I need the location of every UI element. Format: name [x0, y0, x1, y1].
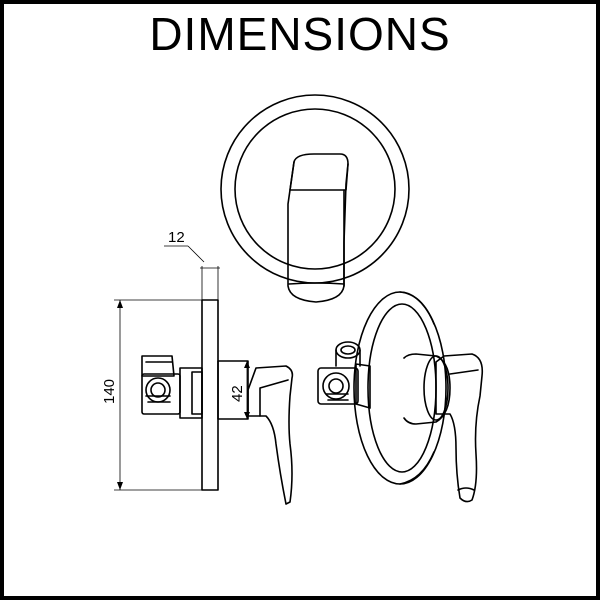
- side-inlet-fitting: [141, 373, 181, 415]
- persp-top-port-inner: [340, 345, 356, 355]
- dim-140-label: 140: [101, 379, 118, 404]
- side-inlet-port-inner: [150, 382, 166, 398]
- technical-drawing: 12 140 42: [101, 94, 484, 505]
- persp-handle-tip: [457, 487, 475, 491]
- persp-inlet-port-outer: [322, 372, 350, 400]
- persp-inlet-port-inner: [328, 378, 344, 394]
- perspective-view: [317, 291, 484, 503]
- persp-inlet-thread: [325, 393, 349, 401]
- front-plate-outer: [220, 94, 410, 284]
- dim-12-diagonal: [187, 245, 205, 263]
- side-valve-collar: [191, 371, 203, 415]
- side-handle-line: [259, 379, 289, 417]
- persp-handle-ridge: [449, 369, 479, 375]
- side-cover-plate: [201, 299, 219, 491]
- side-top-block: [141, 355, 175, 377]
- side-inlet-port-outer: [145, 377, 171, 403]
- side-inlet-thread: [145, 395, 171, 403]
- side-valve-body: [179, 367, 203, 419]
- persp-body: [403, 353, 451, 425]
- dim-140-arrow-top: [117, 300, 123, 308]
- persp-plate-inner: [367, 303, 437, 473]
- front-view: [220, 94, 410, 303]
- persp-top-port: [335, 341, 361, 359]
- front-handle-tip: [288, 282, 345, 285]
- dim-42-arrow-top: [244, 361, 250, 368]
- persp-inlet-fitting: [317, 367, 359, 405]
- persp-valve-stub: [355, 363, 371, 409]
- dim-140-arrow-bottom: [117, 482, 123, 490]
- front-handle-cap: [289, 161, 349, 191]
- persp-plate-edge: [399, 291, 435, 485]
- dim-42-arrow-bottom: [244, 412, 250, 419]
- dim-12-label: 12: [168, 229, 185, 246]
- dim-42-label: 42: [229, 385, 246, 402]
- persp-body-face: [423, 355, 449, 421]
- page-title: DIMENSIONS: [149, 8, 451, 60]
- persp-top-port-body: [335, 349, 361, 367]
- persp-handle: [435, 353, 484, 503]
- front-plate-inner: [234, 108, 396, 270]
- dimension-lines: [114, 245, 248, 491]
- dimension-arrows: [117, 300, 250, 490]
- side-handle: [247, 365, 294, 505]
- side-view: [141, 299, 294, 505]
